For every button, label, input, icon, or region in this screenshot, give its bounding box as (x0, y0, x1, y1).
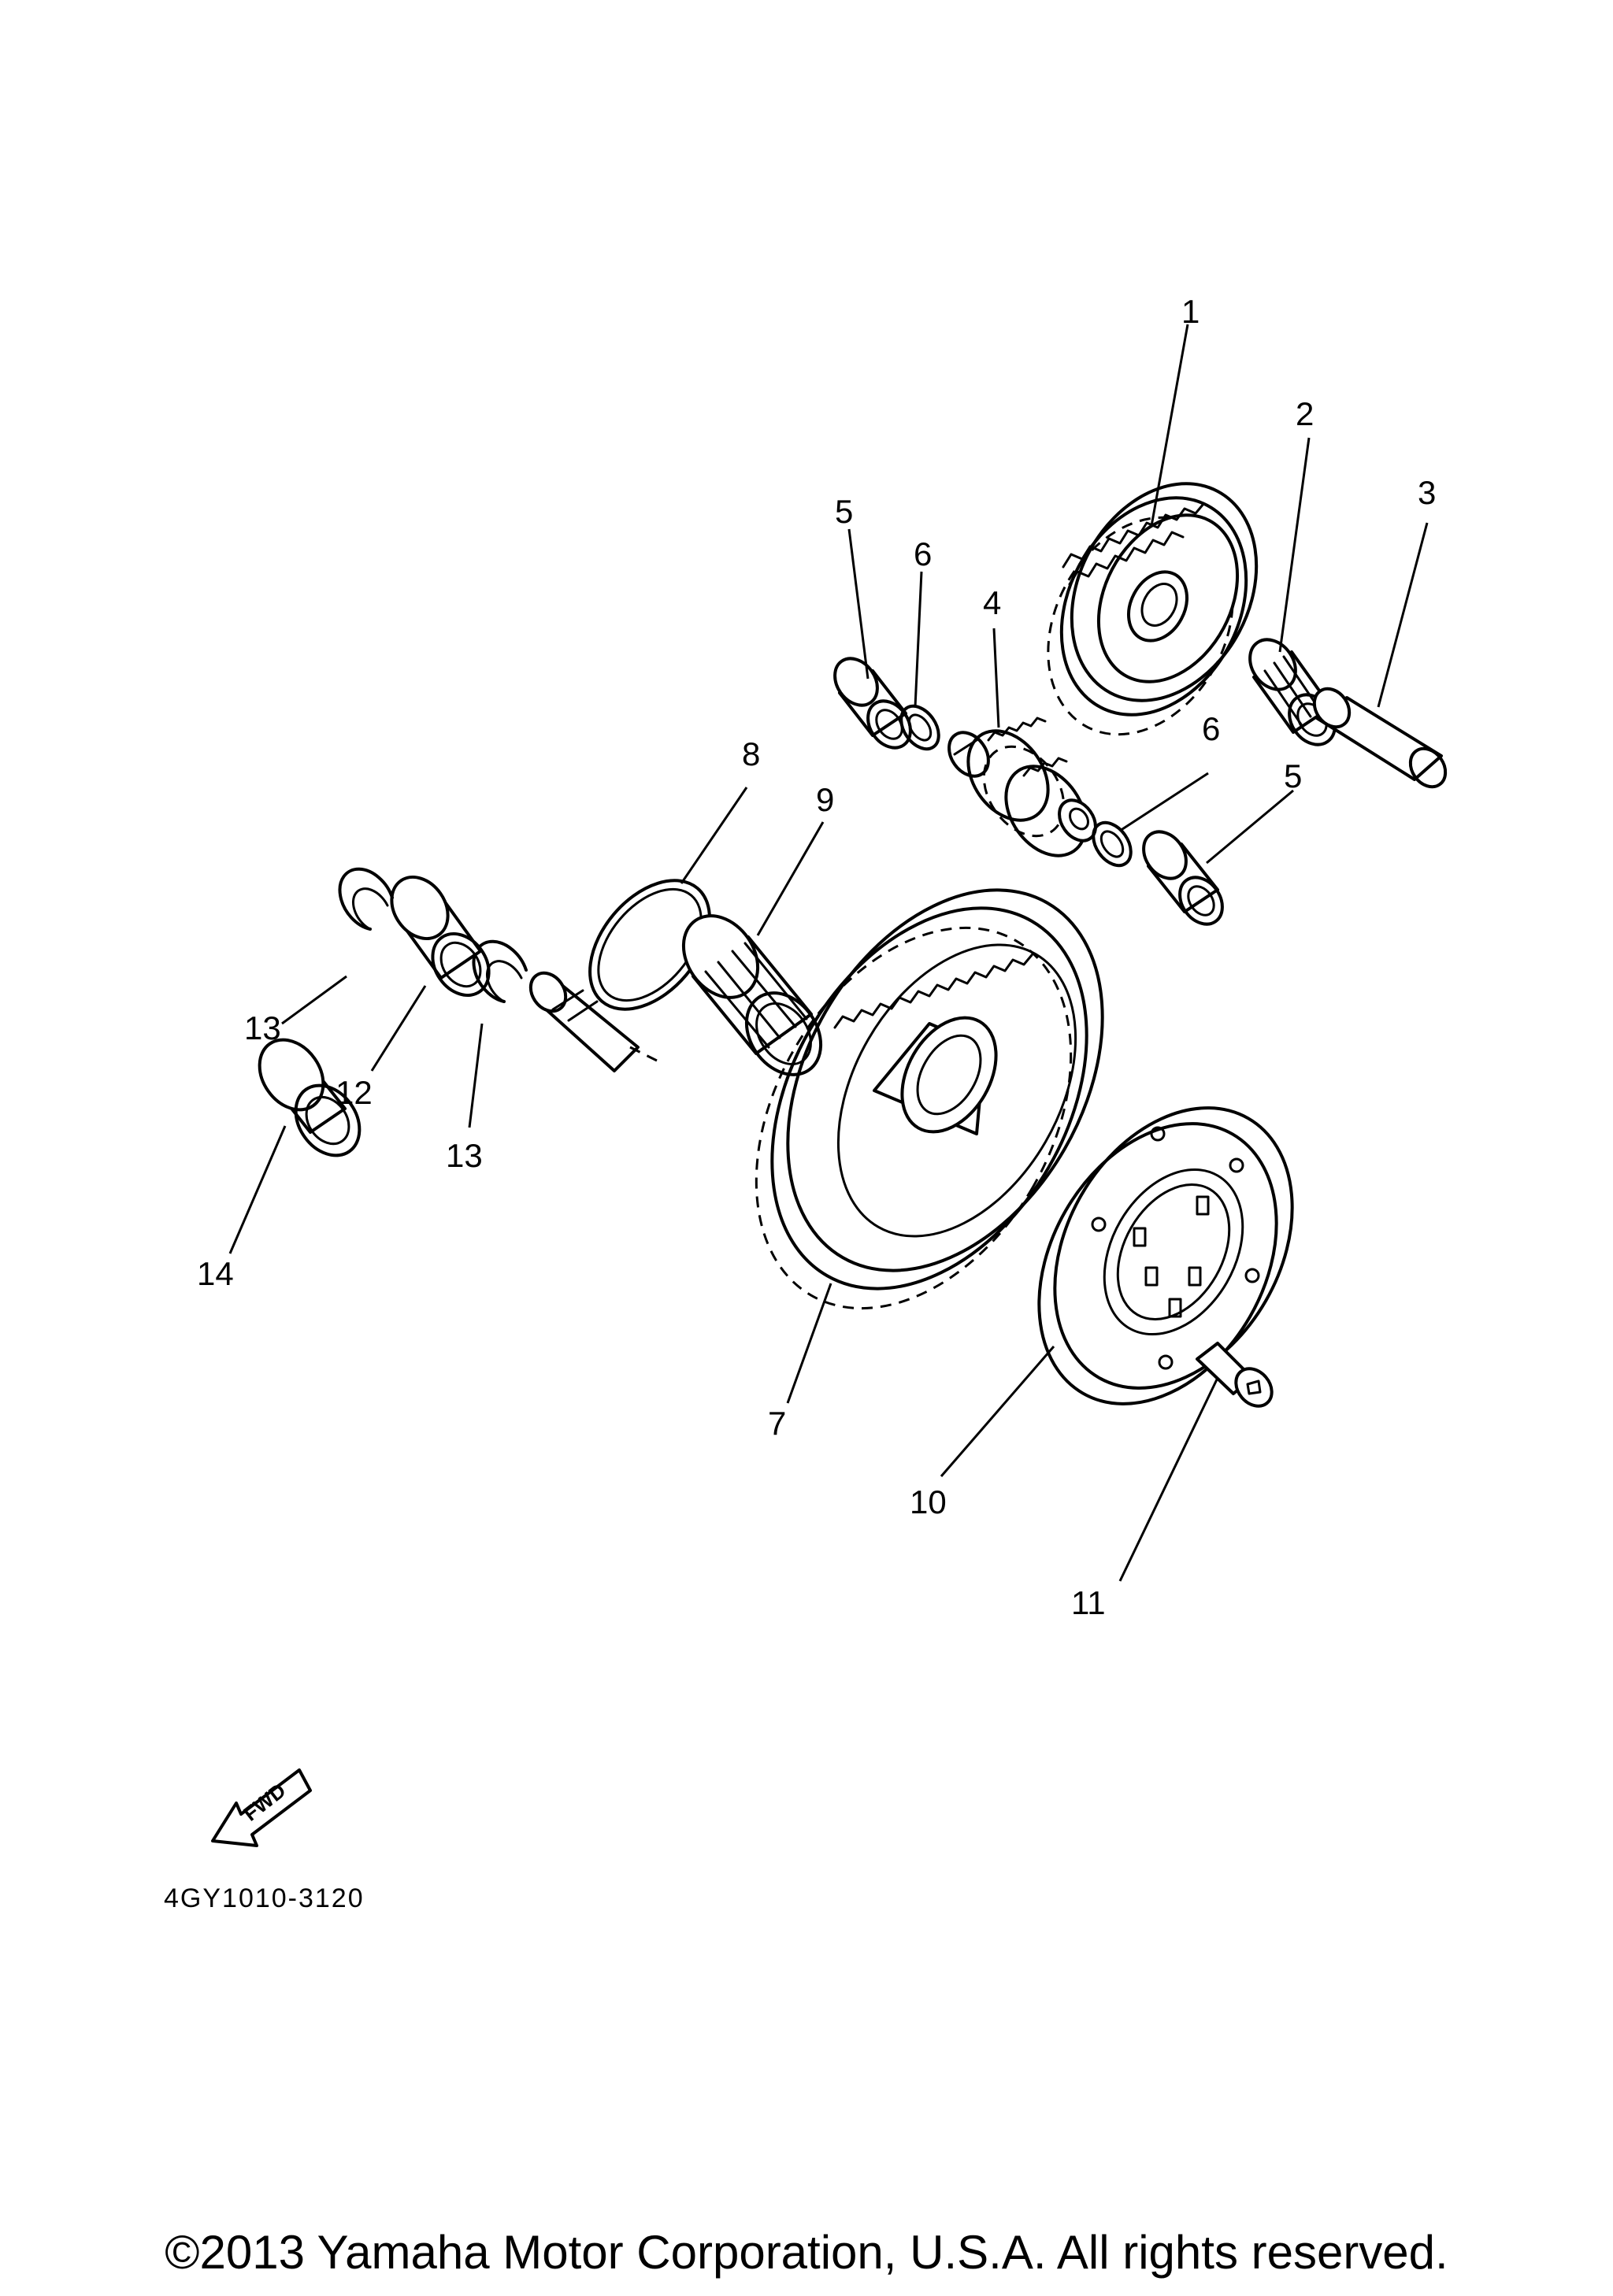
callout-5-lower: 5 (1284, 757, 1302, 794)
callout-7: 7 (768, 1405, 786, 1442)
part-12-collar[interactable] (380, 866, 501, 1006)
callout-labels: 1 2 3 4 5 6 6 5 8 9 13 12 13 14 7 10 11 (197, 293, 1436, 1621)
part-5-bushing-lower[interactable] (1135, 824, 1231, 932)
callout-1: 1 (1181, 293, 1200, 330)
part-6-washer-lower[interactable] (1085, 816, 1138, 872)
callout-6-upper: 6 (914, 535, 932, 572)
part-13-circlip-left[interactable] (338, 867, 394, 931)
part-11-bolt[interactable] (1196, 1342, 1279, 1413)
part-14-oil-seal[interactable] (247, 1028, 373, 1168)
callout-14: 14 (197, 1255, 234, 1292)
callout-9: 9 (816, 781, 834, 818)
copyright-notice: ©2013 Yamaha Motor Corporation, U.S.A. A… (165, 2226, 1448, 2279)
callout-8: 8 (742, 735, 760, 772)
part-3-shaft[interactable] (1307, 682, 1453, 794)
part-7-starter-wheel-gear[interactable] (692, 834, 1166, 1364)
callout-12: 12 (336, 1074, 373, 1111)
part-1-idler-gear[interactable] (1012, 451, 1293, 766)
callout-11: 11 (1071, 1584, 1106, 1621)
callout-5-upper: 5 (835, 493, 853, 530)
diagram-code: 4GY1010-3120 (164, 1883, 365, 1913)
callout-13-left: 13 (244, 1009, 281, 1046)
part-8-washer[interactable] (566, 857, 734, 1031)
callout-4: 4 (983, 584, 1001, 621)
callout-10: 10 (910, 1483, 947, 1520)
leader-lines (228, 324, 1429, 1582)
forward-arrow-icon: FWD (211, 1768, 312, 1847)
part-5-bushing-upper[interactable] (826, 650, 919, 756)
callout-13-right: 13 (446, 1137, 483, 1174)
part-10-one-way-clutch[interactable] (991, 1065, 1340, 1446)
part-4-double-gear[interactable] (941, 716, 1103, 871)
callout-3: 3 (1418, 474, 1436, 511)
crankshaft-end (528, 971, 662, 1072)
callout-2: 2 (1296, 395, 1314, 432)
part-9-needle-bearing[interactable] (668, 902, 836, 1089)
part-2-needle-bearing[interactable] (1240, 631, 1344, 754)
part-6-washer-upper[interactable] (893, 699, 946, 756)
callout-6-lower: 6 (1202, 710, 1220, 747)
